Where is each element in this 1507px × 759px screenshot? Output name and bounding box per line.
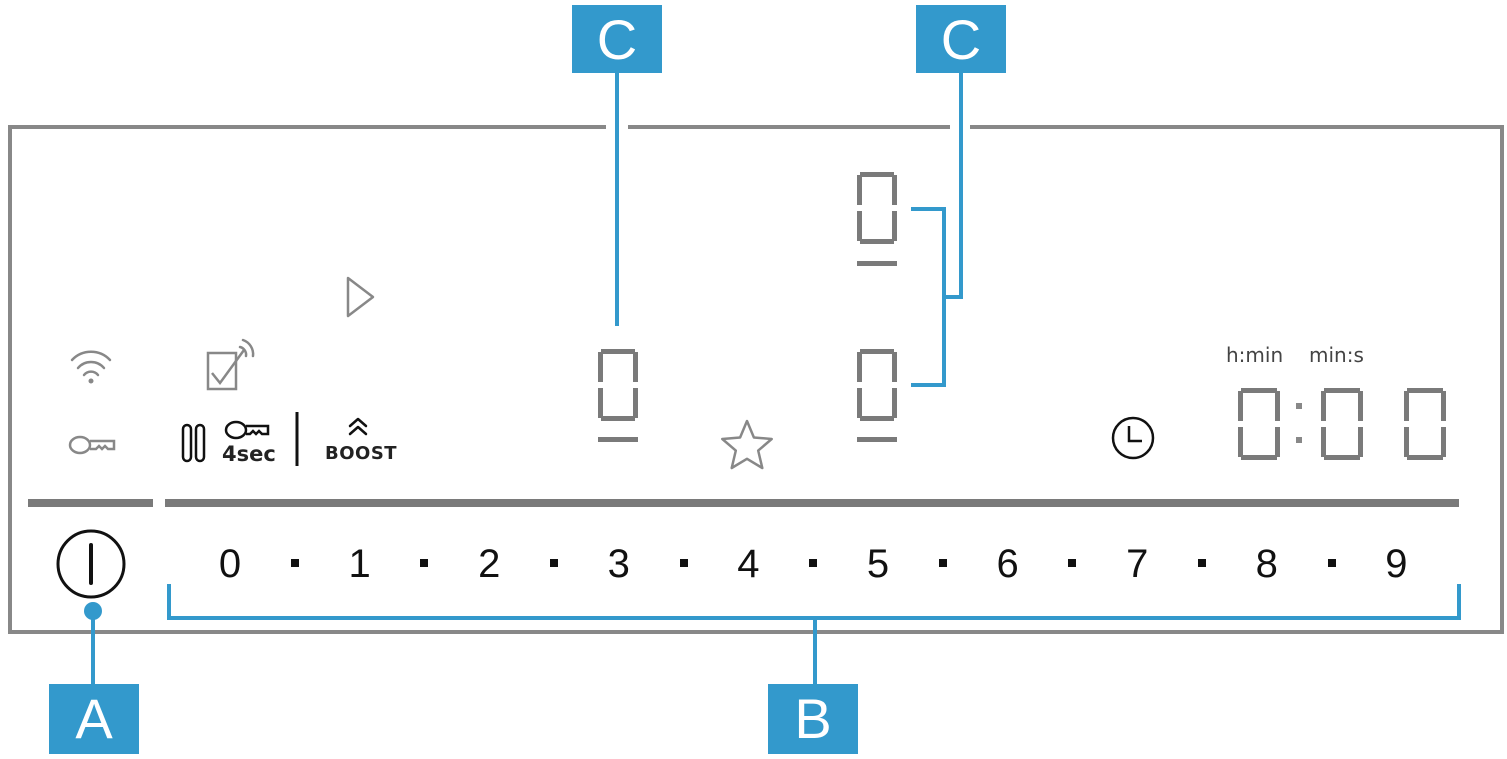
callout-label-c1: C <box>572 5 662 73</box>
segment <box>1358 427 1363 457</box>
scale-separator-dot <box>679 559 688 567</box>
segment <box>1441 391 1446 421</box>
timer-units-mins: min:s <box>1309 343 1364 367</box>
segment <box>892 211 897 241</box>
segment <box>1321 427 1326 457</box>
callout-leaders <box>91 70 1461 686</box>
segment <box>633 352 638 382</box>
boost-icon[interactable] <box>348 417 368 436</box>
segment <box>1321 391 1326 421</box>
power-level-1[interactable]: 1 <box>348 542 371 586</box>
panel-frame <box>8 125 1504 634</box>
zone-display-left <box>598 437 638 442</box>
play-icon[interactable] <box>346 276 375 318</box>
power-level-7[interactable]: 7 <box>1126 542 1149 586</box>
timer-units-hmin: h:min <box>1226 343 1284 367</box>
segment <box>860 349 894 354</box>
remote-start-icon <box>206 338 255 391</box>
segment <box>892 352 897 382</box>
power-level-2[interactable]: 2 <box>478 542 501 586</box>
segment <box>1275 391 1280 421</box>
scale-separator-dot <box>938 559 947 567</box>
segment <box>1275 427 1280 457</box>
segment <box>598 388 603 418</box>
segment <box>1241 455 1277 460</box>
segment <box>860 172 894 177</box>
segment <box>1404 427 1409 457</box>
power-level-6[interactable]: 6 <box>996 542 1019 586</box>
segment <box>1238 391 1243 421</box>
segment <box>1404 391 1409 421</box>
segment <box>601 349 635 354</box>
leader-b <box>167 584 1461 686</box>
callout-label-b: B <box>768 684 858 754</box>
segment <box>1358 391 1363 421</box>
zone-right-bottom-digit <box>857 349 897 421</box>
zone-display-right-bottom-bar <box>857 437 897 442</box>
power-level-4[interactable]: 4 <box>737 542 760 586</box>
segment <box>857 352 862 382</box>
zone-display-right-top-bar <box>857 261 897 266</box>
pause-icon[interactable] <box>181 423 206 463</box>
zone-right-top-digit <box>857 172 897 244</box>
segment <box>857 388 862 418</box>
segment <box>860 239 894 244</box>
lock-hint-label: 4sec <box>222 442 276 466</box>
scale-separator-dot <box>1327 559 1336 567</box>
segment <box>892 175 897 205</box>
segment <box>1324 455 1360 460</box>
segment <box>598 352 603 382</box>
callout-a-dot <box>84 602 102 620</box>
power-level-3[interactable]: 3 <box>607 542 630 586</box>
wifi-icon <box>70 350 112 384</box>
zone-display-right-bottom <box>857 437 897 442</box>
callout-label-a: A <box>49 684 139 754</box>
segment <box>1441 427 1446 457</box>
scale-separator-dot <box>290 559 299 567</box>
power-icon[interactable] <box>56 529 126 599</box>
segment <box>857 175 862 205</box>
segment <box>892 388 897 418</box>
child-lock-key-icon[interactable] <box>224 420 270 440</box>
power-level-0[interactable]: 0 <box>218 542 242 586</box>
segment <box>857 211 862 241</box>
leader-c2 <box>911 70 963 387</box>
timer-colon <box>1296 403 1302 443</box>
favourite-star-icon[interactable] <box>721 419 773 470</box>
scale-separator-dot <box>1198 559 1206 567</box>
timer-digit-2 <box>1321 388 1363 460</box>
power-level-8[interactable]: 8 <box>1255 542 1278 586</box>
power-level-9[interactable]: 9 <box>1385 542 1408 586</box>
segment <box>860 416 894 421</box>
segment <box>601 416 635 421</box>
timer-digit-1 <box>1238 388 1280 460</box>
segment <box>1407 455 1443 460</box>
segment <box>1324 388 1360 393</box>
scale-separator-dot <box>420 559 429 567</box>
segment <box>633 388 638 418</box>
scale-separator-dot <box>550 559 558 567</box>
scale-separator-dot <box>1068 559 1077 567</box>
scale-separator-dot <box>809 559 818 567</box>
zone-display-left-bar <box>598 437 638 442</box>
key-icon <box>68 435 116 455</box>
zone-left-digit <box>598 349 638 421</box>
power-level-5[interactable]: 5 <box>866 542 890 586</box>
segment <box>1238 427 1243 457</box>
timer-clock-icon[interactable] <box>1111 416 1155 460</box>
timer-digit-3 <box>1404 388 1446 460</box>
segment <box>1407 388 1443 393</box>
callout-label-c2: C <box>916 5 1006 73</box>
segment <box>1241 388 1277 393</box>
boost-label: BOOST <box>325 443 398 464</box>
zone-display-right-top <box>857 261 897 266</box>
